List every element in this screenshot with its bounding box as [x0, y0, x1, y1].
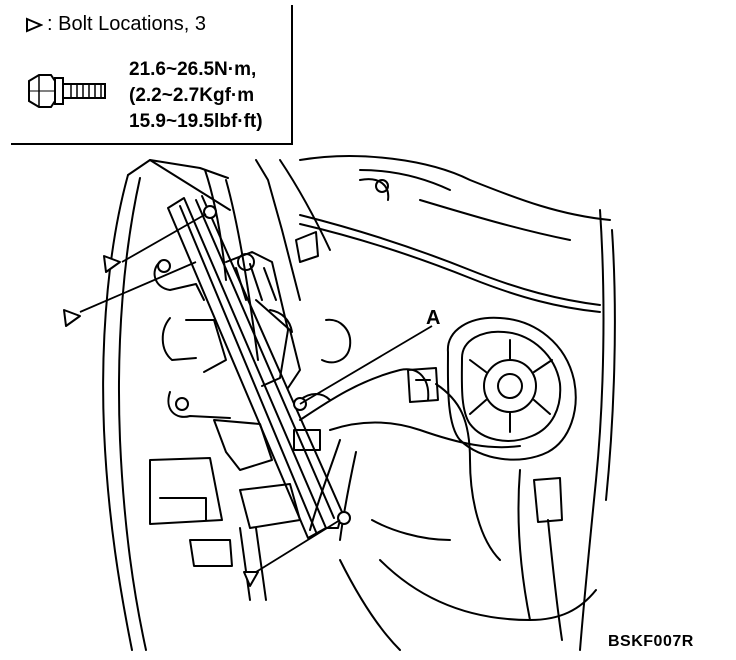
torque-spec: 21.6~26.5N·m, (2.2~2.7Kgf·m 15.9~19.5lbf…	[129, 57, 263, 135]
torque-line-nm: 21.6~26.5N·m,	[129, 59, 257, 80]
callout-label-a: A	[426, 307, 441, 329]
triangle-marker-icon	[103, 255, 121, 273]
legend-box: : Bolt Locations, 3 21.6~26.5N·m, (2.2~2…	[11, 5, 293, 145]
legend-title-text: : Bolt Locations, 3	[47, 13, 206, 35]
figure-code: BSKF007R	[608, 633, 694, 650]
legend-title: : Bolt Locations, 3	[25, 13, 206, 36]
bolt-icon	[28, 74, 106, 108]
torque-line-lbfft: 15.9~19.5lbf·ft)	[129, 111, 263, 132]
triangle-marker-icon	[243, 571, 259, 587]
triangle-marker-icon	[26, 16, 43, 33]
torque-line-kgfm: (2.2~2.7Kgf·m	[129, 85, 255, 106]
triangle-marker-icon	[63, 309, 81, 327]
